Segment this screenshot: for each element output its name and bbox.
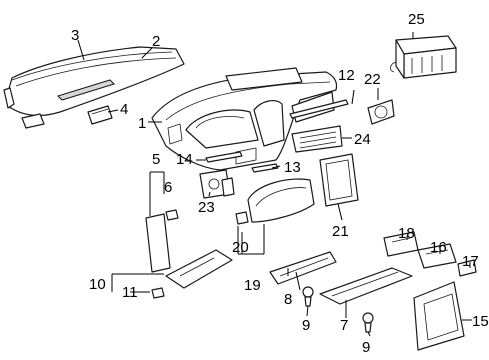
callout-22: 22 [364, 71, 381, 88]
lower-brace-left [269, 251, 337, 285]
lower-brace-right [319, 267, 413, 305]
callout-1: 1 [138, 115, 146, 132]
callout-14: 14 [176, 151, 193, 168]
callout-16: 16 [430, 239, 447, 256]
retainer-clip [457, 259, 477, 277]
callout-5: 5 [152, 151, 160, 168]
callout-25: 25 [408, 11, 425, 28]
airbag-module [390, 35, 457, 79]
round-vent [367, 99, 395, 125]
bolt-upper [302, 286, 314, 307]
callout-18: 18 [398, 225, 415, 242]
leader-lines [77, 32, 472, 337]
control-module [417, 243, 457, 269]
callout-24: 24 [354, 131, 371, 148]
callout-9-upper: 9 [302, 317, 310, 334]
cluster-bezel [235, 178, 315, 225]
bolt-lower [362, 312, 374, 333]
callout-6: 6 [164, 179, 172, 196]
callout-11: 11 [122, 284, 138, 301]
callout-labels: 3 2 4 1 12 22 24 25 14 13 23 21 5 6 10 1… [71, 11, 489, 356]
callout-10: 10 [89, 276, 106, 293]
callout-9-lower: 9 [362, 339, 370, 356]
callout-19: 19 [244, 277, 261, 294]
upper-dash-pad [3, 46, 185, 129]
trim-strip [289, 99, 349, 119]
console-extension [413, 281, 465, 351]
center-vent [291, 125, 343, 153]
callout-7: 7 [340, 317, 348, 334]
callout-20: 20 [232, 239, 249, 256]
callout-17: 17 [462, 253, 479, 270]
side-panel [145, 209, 179, 273]
callout-23: 23 [198, 199, 215, 216]
callout-21: 21 [332, 223, 349, 240]
side-vent [87, 105, 113, 125]
callout-12: 12 [338, 67, 355, 84]
trim-pieces [205, 151, 279, 173]
callout-4: 4 [120, 101, 128, 118]
callout-8: 8 [284, 291, 292, 308]
console-bezel [319, 153, 359, 207]
instrument-panel [151, 67, 338, 171]
callout-2: 2 [152, 33, 160, 50]
callout-15: 15 [472, 313, 489, 330]
callout-13: 13 [284, 159, 301, 176]
callout-3: 3 [71, 27, 79, 44]
glove-box-door [151, 249, 233, 299]
switch-bezel [199, 169, 235, 199]
